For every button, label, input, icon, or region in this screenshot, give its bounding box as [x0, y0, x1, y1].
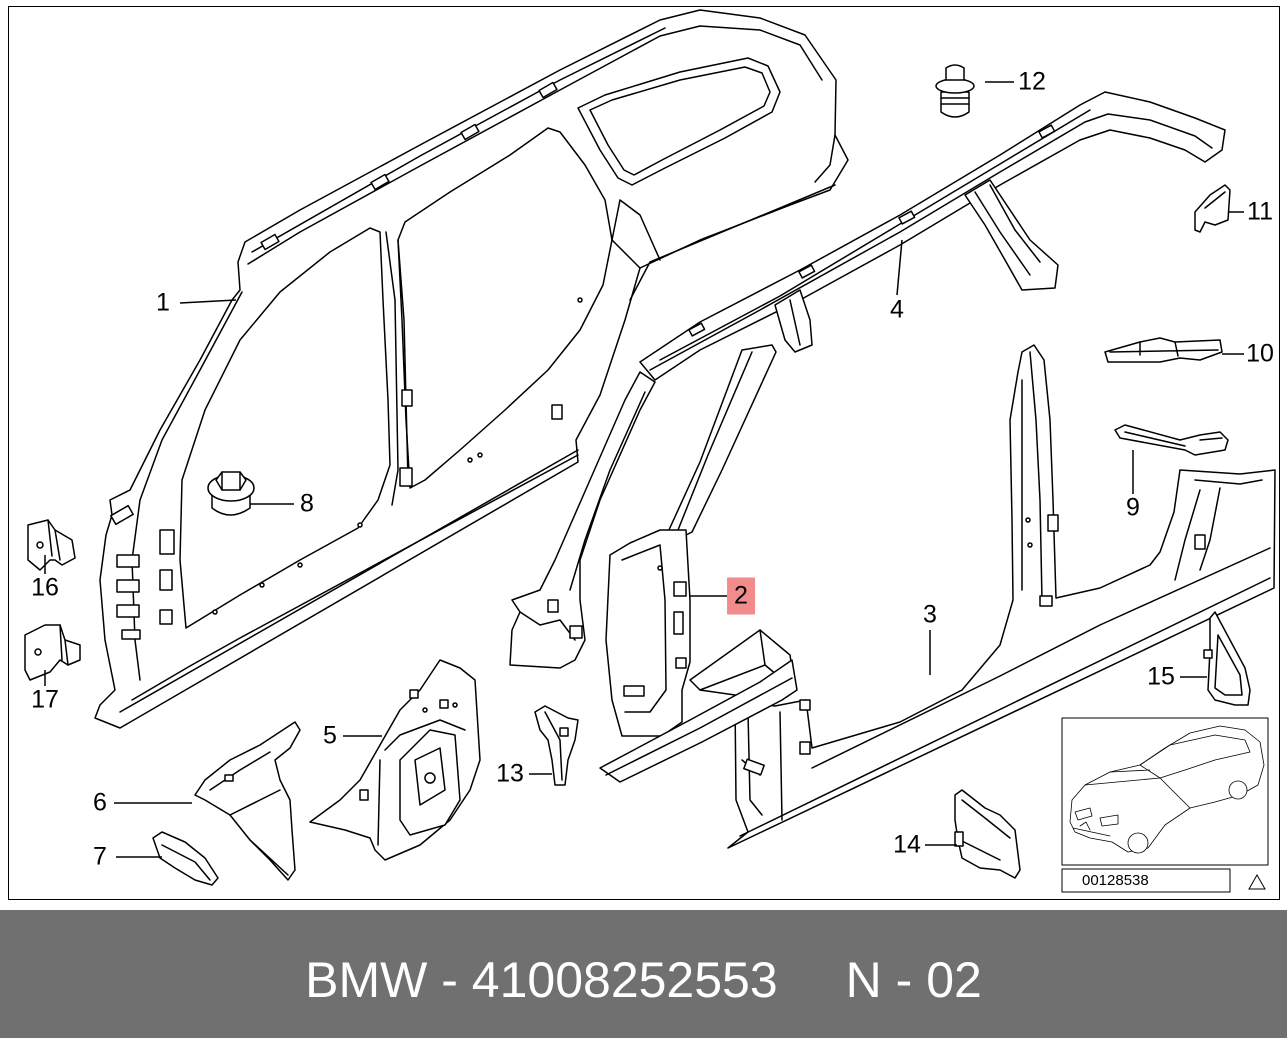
part-10-bracket: [1104, 337, 1223, 363]
callout-6: 6: [93, 788, 107, 817]
part-9-reinforcement-bar: [1114, 424, 1229, 456]
callout-12: 12: [1018, 67, 1046, 96]
callout-17: 17: [31, 685, 59, 714]
part-5-inner-panel: [309, 659, 481, 861]
vehicle-location-inset: [1061, 717, 1269, 866]
part-4-inner-side-frame: [509, 91, 1226, 669]
callout-4: 4: [890, 295, 904, 324]
part-17-small-bracket: [24, 624, 81, 681]
part-1-outer-side-frame: [94, 9, 849, 729]
part-14-panel: [954, 789, 1021, 879]
diagram-border: [8, 6, 1280, 900]
callout-10: 10: [1246, 339, 1274, 368]
part-11-gusset-plate: [1194, 184, 1231, 233]
leader-line-1: [179, 299, 237, 304]
part-7-gusset: [152, 831, 219, 886]
footer-bar: BMW - 41008252553 N - 02: [0, 910, 1287, 1038]
callout-5: 5: [323, 721, 337, 750]
callout-2: 2: [727, 577, 755, 615]
parts-illustration: [24, 9, 1276, 893]
footer-part-label: BMW - 41008252553: [305, 952, 778, 1008]
callout-7: 7: [93, 842, 107, 871]
diagram-number-box: [1061, 868, 1231, 893]
callout-16: 16: [31, 573, 59, 602]
footer-page-ref: N - 02: [845, 952, 982, 1008]
diagram-number: 00128538: [1082, 872, 1149, 889]
part-2-a-pillar-inner: [599, 344, 798, 783]
part-6-bracket: [194, 721, 301, 881]
part-3-b-pillar-rocker-panel: [727, 344, 1276, 849]
part-8-grommet-nut: [207, 471, 255, 516]
callout-1: 1: [156, 288, 170, 317]
part-13-bracket: [534, 705, 579, 786]
callout-3: 3: [923, 600, 937, 629]
callout-14: 14: [893, 830, 921, 859]
leader-lines: [44, 81, 1244, 858]
callout-13: 13: [496, 759, 524, 788]
leader-line-4: [896, 239, 903, 296]
callout-9: 9: [1126, 493, 1140, 522]
callout-8: 8: [300, 489, 314, 518]
callout-11: 11: [1247, 197, 1273, 226]
part-16-small-bracket: [27, 519, 76, 571]
callout-15: 15: [1147, 662, 1175, 691]
warning-triangle-icon: [1247, 873, 1267, 891]
part-12-grommet: [935, 64, 975, 118]
part-15-frame-bracket: [1203, 611, 1251, 706]
parts-diagram: 1 2 3 4 5 6 7 8 9 10 11 12 13 14 15 16 1…: [8, 6, 1280, 900]
